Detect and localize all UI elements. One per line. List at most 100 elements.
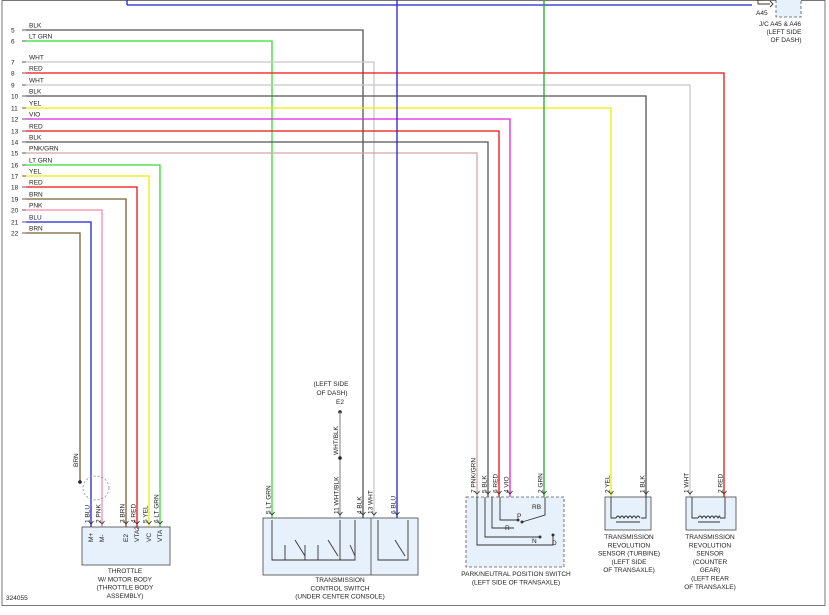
counter-caption-line: (LEFT REAR [691,576,729,583]
wire-route [26,61,375,518]
turbine-terminal-label: 1 BLK [640,475,647,493]
throttle-shield [82,475,110,501]
tcs-caption-line: TRANSMISSION [315,577,365,584]
pin-number: 8 [11,71,15,78]
tcs-caption-line: (UNDER CENTER CONSOLE) [295,594,385,601]
wire-route [26,175,150,527]
pnp-terminal: 7 PNK/GRN [471,458,480,495]
wire-route [26,186,138,527]
pin-wire-label: LT GRN [29,34,53,41]
ground-caption-line1: (LEFT SIDE [314,381,350,388]
pnp-caption-line: (LEFT SIDE OF TRANSAXLE) [472,579,560,586]
pin-number: 14 [11,140,19,147]
pin-number: 18 [11,185,19,192]
turbine-sensor-box [604,496,652,531]
wire-route [26,118,511,497]
pin-number: 7 [11,60,15,67]
throttle-terminal: 1 BLU M+ [85,505,96,542]
pin-wire-label: BLK [29,23,42,30]
throttle-terminal-name: VTA2 [134,526,141,542]
tcs-terminal-label: 13 WHT [368,490,375,514]
tcs-terminal: 13 WHT [368,490,377,516]
pin-wire-label: RED [29,124,43,131]
counter-caption-line: OF TRANSAXLE) [684,584,736,591]
ground-wire-label: WHT/BLK [333,425,340,455]
counter-caption-line: REVOLUTION [689,542,732,549]
tcs-caption-line: CONTROL SWITCH [311,585,370,592]
counter-caption-line: TRANSMISSION [685,534,735,541]
throttle-terminal-label: 5 YEL [143,505,150,523]
pnp-terminal-label: 7 PNK/GRN [471,458,478,493]
pin-wire-label: BLK [29,135,42,142]
tcs-box [262,517,419,576]
ground-e2: (LEFT SIDE OF DASH) E2 WHT/BLK [314,381,350,460]
jc-pin-trace [757,0,770,5]
throttle-caption-line: (THROTTLE BODY [97,585,154,592]
pin-wire-label: PNK [29,203,43,210]
wire-route [26,232,81,482]
wire-route [26,141,489,497]
pin-wire-label: YEL [29,169,42,176]
wire-route [26,72,725,497]
pin-number: 22 [11,231,19,238]
throttle-terminal-name: VC [146,533,153,542]
pnp-terminal-label: 2 GRN [538,473,545,493]
pin-wire-label: BLU [29,215,42,222]
turbine-terminal: 2 YEL [605,475,614,495]
counter-terminal: 2 RED [718,474,727,495]
pnp-caption-line: PARK/NEUTRAL POSITION SWITCH [461,571,571,578]
turbine-sensor-coil [610,497,647,523]
counter-caption-line: SENSOR [696,551,724,558]
turbine-caption-line: REVOLUTION [608,542,651,549]
turbine-caption-line: TRANSMISSION [604,534,654,541]
pnp-pos-rb: RB [532,504,541,511]
wire-route [26,164,161,527]
wire-route [26,209,103,527]
pin-number: 9 [11,83,15,90]
tcs-terminal: 6 BLU [391,496,400,516]
throttle-terminal-label: 3 BRN [120,504,127,523]
counter-sensor-box [685,496,737,531]
pin-number: 20 [11,208,19,215]
jc-connector-box [775,0,802,18]
jc-caption-line2: (LEFT SIDE [767,29,803,36]
pin-wire-label: WHT [29,55,44,62]
throttle-terminal-label: 4 RED [131,504,138,523]
turbine-caption-line: OF TRANSAXLE) [603,567,655,574]
pin-wire-label: RED [29,180,43,187]
pin-wire-label: WHT [29,78,44,85]
wire-route [26,40,273,518]
tcs-terminal: 4 BLK [357,496,366,516]
pin-wire-label: LT GRN [29,158,53,165]
pin-number: 10 [11,94,19,101]
throttle-terminal-name: M- [99,534,106,542]
throttle-terminal-name: VTA [157,529,164,542]
throttle-terminal-label: 1 BLU [85,505,92,523]
ground-splice [338,456,342,460]
ground-id-label: E2 [336,399,344,406]
throttle-body-box [81,526,171,566]
jc-caption-line3: OF DASH) [770,37,801,44]
turbine-caption-line: (LEFT SIDE [612,559,648,566]
tcs-terminal-label: 11 WHT/BLK [334,476,341,514]
wire-route [26,84,691,497]
pin-number: 19 [11,197,19,204]
turbine-terminal: 1 BLK [640,475,649,495]
wire-route [26,107,612,497]
throttle-terminal-name: M+ [88,533,95,542]
wire-route [26,130,500,497]
counter-caption-line: GEAR) [700,567,721,574]
counter-terminal-label: 1 WHT [684,473,691,493]
pin-wire-label: RED [29,66,43,73]
tcs-terminal: 11 WHT/BLK [334,476,343,516]
pnp-terminal-label: 4 VIO [504,476,511,493]
turbine-caption-line: SENSOR (TURBINE) [598,551,660,558]
pin-number: 12 [11,117,19,124]
tcs-terminal-label: 5 LT GRN [266,485,273,514]
pin-wire-label: VIO [29,112,40,119]
pnp-pos-d: D [552,540,557,547]
